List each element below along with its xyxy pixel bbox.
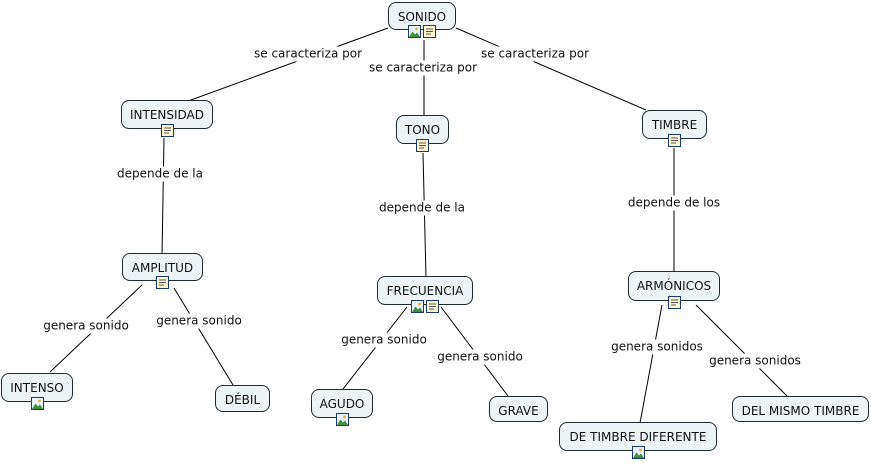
concept-label: DÉBIL xyxy=(224,393,261,407)
edge-sonido-timbre xyxy=(455,27,647,111)
edge-armonicos-mismo xyxy=(695,304,788,397)
image-icon[interactable] xyxy=(411,300,424,313)
image-icon[interactable] xyxy=(30,397,44,410)
concept-label: TONO xyxy=(404,123,441,137)
concept-armonicos[interactable]: ARMÓNICOS xyxy=(628,271,720,309)
image-icon[interactable] xyxy=(335,413,349,426)
concept-label: AMPLITUD xyxy=(131,261,194,275)
note-icon[interactable] xyxy=(416,139,429,152)
link-genera-diferente: genera sonidos xyxy=(609,339,705,355)
link-genera-debil: genera sonido xyxy=(154,313,244,329)
concept-label: SONIDO xyxy=(397,10,447,24)
image-icon[interactable] xyxy=(631,446,645,459)
edge-amplitud-debil xyxy=(173,287,234,386)
concept-intenso[interactable]: INTENSO xyxy=(1,373,73,410)
concept-frecuencia[interactable]: FRECUENCIA xyxy=(377,276,473,313)
concept-debil[interactable]: DÉBIL xyxy=(215,385,270,412)
link-genera-mismo: genera sonidos xyxy=(707,353,803,369)
concept-label: ARMÓNICOS xyxy=(636,279,712,293)
concept-label: GRAVE xyxy=(498,404,539,418)
concept-label: FRECUENCIA xyxy=(386,284,464,298)
concept-label: INTENSO xyxy=(10,381,64,395)
edge-intensidad-amplitud xyxy=(161,137,165,256)
edge-sonido-intensidad xyxy=(179,27,389,105)
link-caracteriza-2: se caracteriza por xyxy=(367,60,479,76)
concept-agudo[interactable]: AGUDO xyxy=(311,389,373,426)
note-icon[interactable] xyxy=(667,296,681,309)
note-icon[interactable] xyxy=(426,300,439,313)
link-caracteriza-3: se caracteriza por xyxy=(479,46,591,62)
link-genera-intenso: genera sonido xyxy=(41,318,131,334)
concept-label: INTENSIDAD xyxy=(129,108,205,122)
concept-grave[interactable]: GRAVE xyxy=(489,396,548,422)
image-icon[interactable] xyxy=(408,25,421,38)
concept-timbre[interactable]: TIMBRE xyxy=(642,110,707,147)
concept-intensidad[interactable]: INTENSIDAD xyxy=(121,100,213,137)
link-depende-amplitud: depende de la xyxy=(115,166,205,182)
concept-label: DE TIMBRE DIFERENTE xyxy=(569,430,707,444)
concept-amplitud[interactable]: AMPLITUD xyxy=(122,253,203,289)
link-genera-agudo: genera sonido xyxy=(339,332,429,348)
edge-armonicos-diferente xyxy=(639,304,663,424)
note-icon[interactable] xyxy=(668,134,681,147)
note-icon[interactable] xyxy=(156,276,169,289)
link-depende-armonicos: depende de los xyxy=(625,195,723,211)
note-icon[interactable] xyxy=(423,25,436,38)
edge-frecuencia-agudo xyxy=(342,306,408,390)
note-icon[interactable] xyxy=(160,124,174,137)
concept-tono[interactable]: TONO xyxy=(396,115,449,152)
concept-sonido[interactable]: SONIDO xyxy=(388,2,456,38)
link-depende-frecuencia: depende de la xyxy=(377,200,467,216)
concept-mismo-timbre[interactable]: DEL MISMO TIMBRE xyxy=(732,396,869,422)
concept-label: TIMBRE xyxy=(651,118,698,132)
link-genera-grave: genera sonido xyxy=(435,349,525,365)
concept-label: AGUDO xyxy=(319,397,365,411)
link-caracteriza-1: se caracteriza por xyxy=(252,46,364,62)
concept-timbre-diferente[interactable]: DE TIMBRE DIFERENTE xyxy=(559,422,717,459)
concept-label: DEL MISMO TIMBRE xyxy=(741,404,860,418)
